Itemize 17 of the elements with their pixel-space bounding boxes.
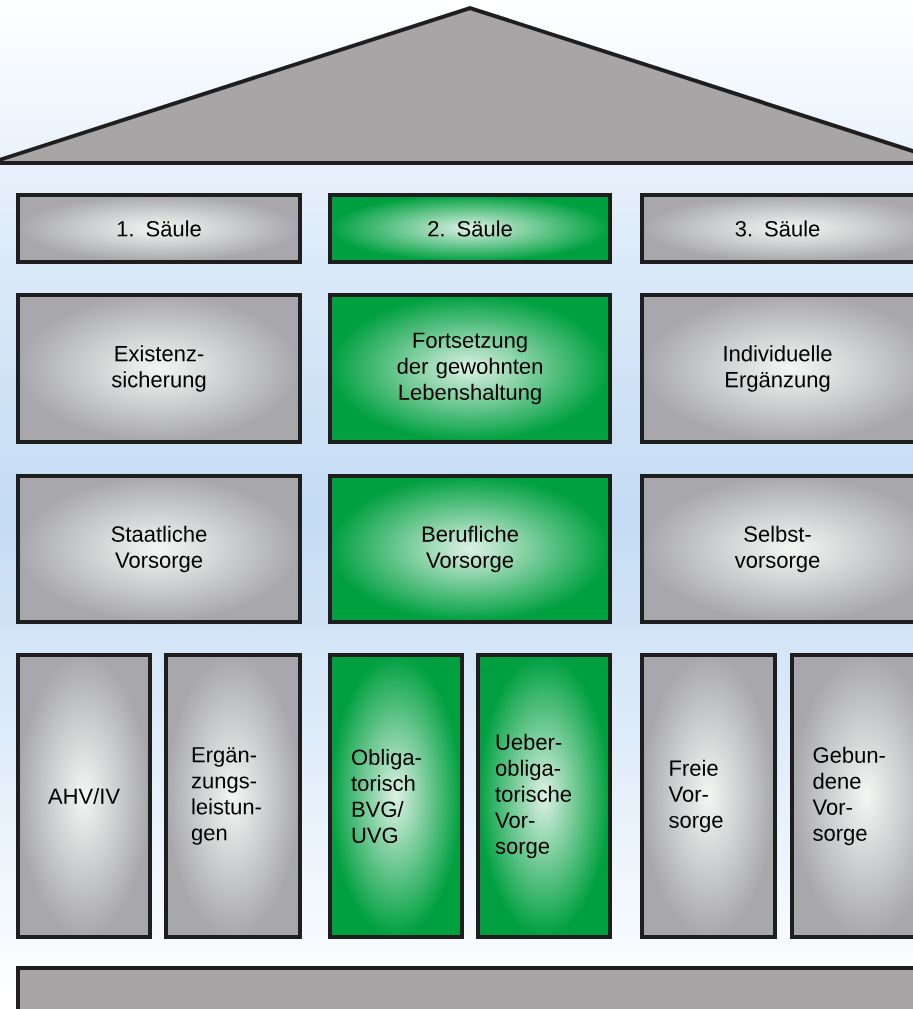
pillar-box: Staatliche Vorsorge [16, 474, 302, 624]
pillar-box: AHV/IV [16, 653, 152, 939]
pillar-box: Individuelle Ergänzung [640, 293, 913, 444]
base-bar [16, 966, 913, 1009]
pillar-box: Berufliche Vorsorge [328, 474, 612, 624]
column-header: 2. Säule [328, 193, 612, 264]
column-header: 3. Säule [640, 193, 913, 264]
pillar-box: Ueber- obliga- torische Vor- sorge [476, 653, 612, 939]
pillar-box: Fortsetzung der gewohnten Lebenshaltung [328, 293, 612, 444]
pillar-box: Existenz- sicherung [16, 293, 302, 444]
pillar-box: Freie Vor- sorge [640, 653, 777, 939]
pillar-box: Gebun- dene Vor- sorge [790, 653, 913, 939]
column-header: 1. Säule [16, 193, 302, 264]
roof-triangle [0, 5, 913, 165]
pillar-box: Selbst- vorsorge [640, 474, 913, 624]
pillar-box: Ergän- zungs- leistun- gen [164, 653, 302, 939]
pillar-box: Obliga- torisch BVG/ UVG [328, 653, 464, 939]
